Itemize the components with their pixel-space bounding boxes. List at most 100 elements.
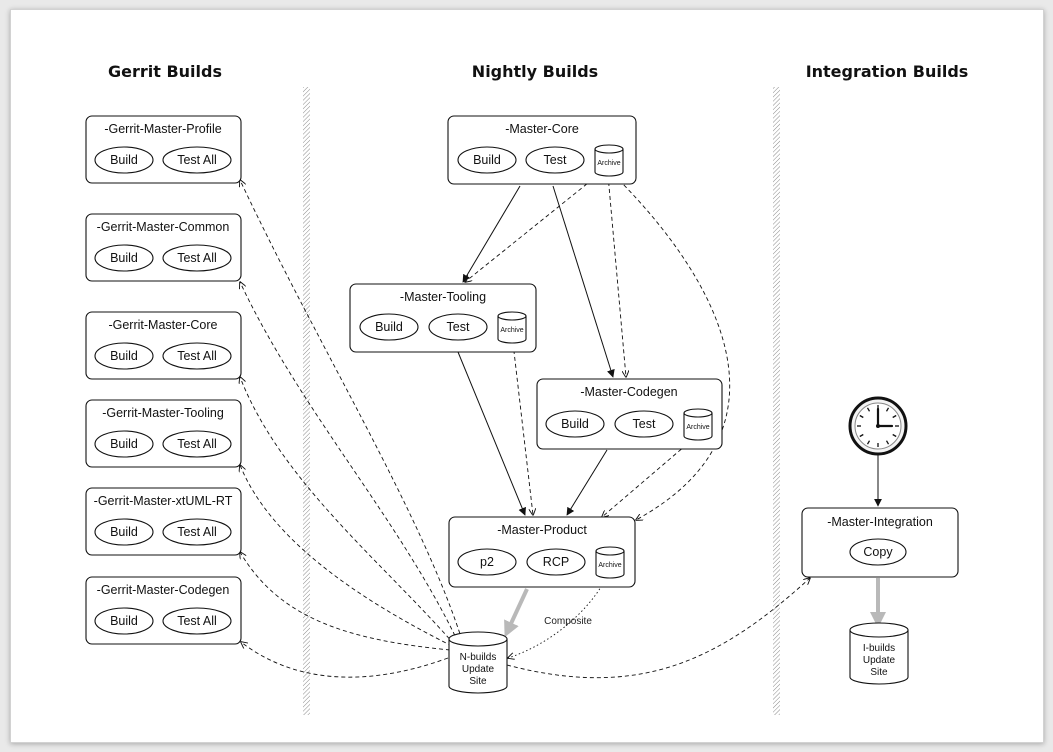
build-label: Build [110, 153, 138, 167]
build-step[interactable] [457, 146, 517, 174]
build-step[interactable] [94, 607, 154, 635]
database-icon [849, 622, 909, 685]
edge-codegen-to-product [566, 449, 608, 516]
test-all-step[interactable] [162, 342, 232, 370]
build-step[interactable] [94, 430, 154, 458]
build-label: Build [375, 320, 403, 334]
database-icon [448, 631, 508, 694]
copy-label: Copy [863, 545, 893, 559]
gerrit-job-profile[interactable]: -Gerrit-Master-Profile Build Test All [85, 115, 242, 184]
edge-nbuilds-to-gerrit-codegen [241, 642, 449, 678]
job-title: -Gerrit-Master-Tooling [102, 406, 224, 420]
build-label: Build [561, 417, 589, 431]
edge-core-to-codegen [552, 185, 615, 378]
column-separator [303, 87, 310, 715]
nbuilds-label-1: N-builds [460, 652, 497, 663]
test-all-label: Test All [177, 525, 217, 539]
edge-core-archive-to-product [613, 174, 730, 520]
edge-nbuilds-to-gerrit-core [240, 377, 455, 645]
build-step[interactable] [94, 342, 154, 370]
test-all-label: Test All [177, 349, 217, 363]
test-all-step[interactable] [162, 607, 232, 635]
build-label: Build [110, 251, 138, 265]
job-title: -Master-Tooling [400, 290, 486, 304]
test-all-step[interactable] [162, 244, 232, 272]
job-title: -Gerrit-Master-Common [97, 220, 230, 234]
edge-core-archive-to-codegen [607, 174, 626, 377]
column-separator [773, 87, 780, 715]
test-step[interactable] [525, 146, 585, 174]
test-all-step[interactable] [162, 518, 232, 546]
gerrit-job-tooling[interactable]: -Gerrit-Master-Tooling Build Test All [85, 399, 242, 468]
rcp-label: RCP [543, 555, 569, 569]
edge-nbuilds-to-gerrit-profile [240, 180, 463, 641]
test-step[interactable] [614, 410, 674, 438]
edge-tooling-to-product [457, 351, 526, 516]
edge-tooling-archive-to-product [512, 342, 533, 515]
ibuilds-label-1: I-builds [863, 643, 895, 654]
job-title: -Gerrit-Master-xtUML-RT [94, 494, 233, 508]
rcp-step[interactable] [526, 548, 586, 576]
job-title: -Master-Core [505, 122, 579, 136]
job-title: -Master-Integration [827, 515, 933, 529]
test-step[interactable] [428, 313, 488, 341]
build-step[interactable] [545, 410, 605, 438]
p2-step[interactable] [457, 548, 517, 576]
edge-product-to-nbuilds [504, 588, 529, 638]
nightly-job-core[interactable]: -Master-Core Build Test Archive [447, 115, 637, 185]
test-all-label: Test All [177, 251, 217, 265]
build-label: Build [110, 614, 138, 628]
job-title: -Master-Codegen [580, 385, 677, 399]
archive-db-icon: Archive [594, 144, 624, 177]
test-label: Test [447, 320, 470, 334]
test-label: Test [633, 417, 656, 431]
build-step[interactable] [94, 244, 154, 272]
test-all-step[interactable] [162, 430, 232, 458]
edge-nbuilds-to-gerrit-xtumlrt [240, 552, 451, 651]
composite-label: Composite [544, 616, 592, 627]
job-title: -Master-Product [497, 523, 587, 537]
gerrit-builds-header: Gerrit Builds [108, 62, 222, 81]
job-title: -Gerrit-Master-Core [108, 318, 217, 332]
test-all-label: Test All [177, 437, 217, 451]
copy-step[interactable] [849, 538, 907, 566]
job-title: -Gerrit-Master-Codegen [97, 583, 230, 597]
nightly-builds-header: Nightly Builds [472, 62, 598, 81]
gerrit-job-codegen[interactable]: -Gerrit-Master-Codegen Build Test All [85, 576, 242, 645]
nbuilds-update-site[interactable]: N-builds Update Site [448, 631, 508, 694]
build-step[interactable] [94, 518, 154, 546]
build-step[interactable] [359, 313, 419, 341]
archive-label: Archive [500, 327, 523, 334]
edge-nbuilds-to-integration [506, 578, 810, 679]
test-all-label: Test All [177, 153, 217, 167]
ibuilds-update-site[interactable]: I-builds Update Site [849, 622, 909, 685]
ibuilds-label-3: Site [870, 667, 888, 678]
nightly-job-codegen[interactable]: -Master-Codegen Build Test Archive [536, 378, 723, 450]
build-step[interactable] [94, 146, 154, 174]
build-label: Build [110, 349, 138, 363]
archive-db-icon: Archive [497, 311, 527, 344]
nbuilds-label-2: Update [462, 664, 495, 675]
test-label: Test [544, 153, 567, 167]
nightly-job-tooling[interactable]: -Master-Tooling Build Test Archive [349, 283, 537, 353]
integration-job[interactable]: -Master-Integration Copy [801, 507, 959, 578]
archive-db-icon: Archive [683, 408, 713, 441]
gerrit-job-xtumlrt[interactable]: -Gerrit-Master-xtUML-RT Build Test All [85, 487, 242, 556]
build-label: Build [110, 525, 138, 539]
test-all-label: Test All [177, 614, 217, 628]
gerrit-job-core[interactable]: -Gerrit-Master-Core Build Test All [85, 311, 242, 380]
archive-db-icon: Archive [595, 546, 625, 579]
edge-codegen-archive-to-product [602, 439, 693, 517]
ibuilds-label-2: Update [863, 655, 896, 666]
integration-builds-header: Integration Builds [806, 62, 969, 81]
nightly-job-product[interactable]: -Master-Product p2 RCP Archive [448, 516, 636, 588]
archive-label: Archive [597, 160, 620, 167]
edge-product-archive-composite [508, 581, 605, 658]
nbuilds-label-3: Site [469, 676, 487, 687]
test-all-step[interactable] [162, 146, 232, 174]
gerrit-job-common[interactable]: -Gerrit-Master-Common Build Test All [85, 213, 242, 282]
p2-label: p2 [480, 555, 494, 569]
job-title: -Gerrit-Master-Profile [104, 122, 221, 136]
edge-core-archive-to-tooling [465, 174, 599, 282]
